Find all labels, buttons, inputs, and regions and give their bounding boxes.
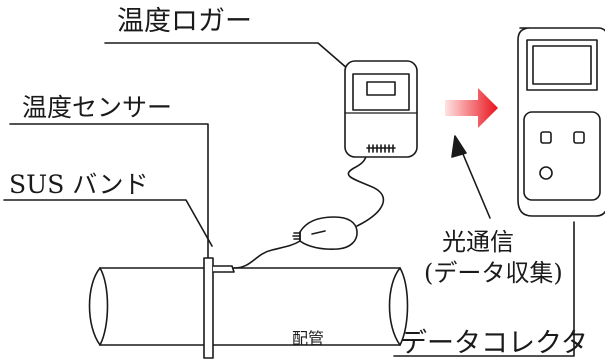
right-arrow-icon [445, 88, 498, 128]
cable-connector [292, 216, 358, 250]
data-collector [517, 27, 605, 217]
temperature-logger-label: 温度ロガー [117, 6, 252, 37]
band-leader-line [3, 199, 213, 247]
temperature-sensor-label: 温度センサー [22, 93, 173, 122]
logger-leader-line [104, 42, 349, 70]
data-collector-label: データコレクタ [400, 328, 588, 359]
optical-comm-label: 光通信 [442, 228, 514, 256]
temperature-sensor [212, 265, 235, 273]
data-collection-label: (データ収集) [424, 259, 563, 287]
sensor-cable [233, 240, 301, 269]
up-left-arrow-icon [451, 135, 491, 219]
sensor-leader-line [9, 123, 209, 263]
pipe [88, 267, 409, 346]
temperature-logger [344, 60, 418, 158]
collector-leader-line [393, 221, 575, 357]
logger-cable [347, 154, 385, 227]
sus-band-label: SUS バンド [9, 170, 149, 199]
sus-band [203, 257, 214, 359]
pipe-label: 配管 [292, 329, 325, 348]
